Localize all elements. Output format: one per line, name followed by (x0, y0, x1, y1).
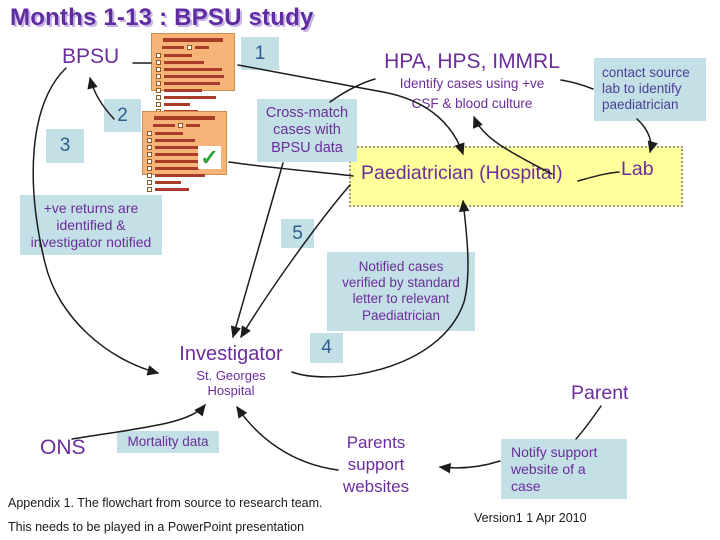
hpa-subtitle-line: Identify cases using +ve (399, 76, 545, 91)
parents-websites-line: support (347, 455, 405, 475)
parents-support-websites-label: Parents support websites (330, 432, 422, 498)
paediatrician-label: Paediatrician (Hospital) (361, 162, 563, 184)
bpsu-label: BPSU (62, 45, 120, 68)
ons-label: ONS (40, 436, 86, 459)
step-marker-3: 3 (46, 129, 84, 163)
lab-label: Lab (621, 158, 654, 180)
investigator-sub-line: Hospital (207, 383, 255, 398)
positive-returns-box: +ve returns are identified & investigato… (20, 195, 162, 256)
step-marker-4: 4 (310, 333, 343, 363)
notified-cases-line: verified by standard (342, 275, 460, 291)
arrow-crossmatch-to-investigator (230, 162, 284, 339)
hpa-label: HPA, HPS, IMMRL (384, 50, 560, 73)
arrow-notify-box-to-websites (438, 460, 501, 474)
card-subheader (153, 123, 222, 128)
slide-title: Months 1-13 : BPSU study (10, 4, 314, 31)
notify-support-line: website of a case (511, 460, 586, 494)
contact-source-lab-line: paediatrician (602, 97, 679, 113)
cross-match-line: cases with (273, 122, 341, 139)
notified-cases-line: Paediatrician (361, 307, 441, 323)
card-title-line (153, 116, 216, 120)
arrow-parent-to-notify-box (575, 405, 602, 440)
contact-source-lab-line: lab to identify (602, 81, 682, 97)
positive-returns-line: investigator notified (30, 233, 152, 250)
notified-cases-line: Notified cases (358, 259, 444, 274)
mortality-data-box: Mortality data (117, 431, 219, 454)
bpsu-report-card-1 (151, 33, 235, 114)
arrow-hpa-to-contact-box (560, 79, 594, 90)
contact-source-lab-line: contact source (602, 65, 690, 80)
step-marker-5: 5 (281, 219, 314, 248)
notify-support-line: Notify support (511, 444, 598, 460)
cross-match-line: BPSU data (271, 139, 343, 156)
contact-source-lab-box: contact source lab to identify paediatri… (594, 58, 706, 121)
appendix-note-line2: This needs to be played in a PowerPoint … (8, 520, 305, 534)
notified-cases-box: Notified cases verified by standard lett… (327, 252, 475, 331)
bpsu-report-card-2: ✓ (142, 111, 227, 192)
investigator-sub-line: St. Georges (196, 368, 266, 383)
notify-support-website-box: Notify support website of a case (501, 439, 627, 500)
arrow-card2-to-paediatrician (228, 161, 354, 177)
step-marker-1: 1 (241, 37, 279, 70)
notified-cases-line: letter to relevant (352, 291, 450, 307)
hpa-subtitle-line: CSF & blood culture (411, 95, 533, 111)
investigator-block: Investigator St. Georges Hospital (160, 343, 302, 398)
card-subheader (162, 45, 230, 50)
positive-returns-line: identified & (56, 216, 126, 233)
version-note: Version1 1 Apr 2010 (474, 511, 587, 525)
parents-websites-line: websites (342, 477, 410, 497)
positive-returns-line: +ve returns are (43, 200, 139, 216)
arrow-websites-to-investigator (236, 405, 339, 471)
hpa-subtitle: Identify cases using +ve CSF & blood cul… (383, 74, 561, 113)
step-marker-2: 2 (104, 99, 141, 132)
investigator-label: Investigator (179, 343, 283, 365)
parent-label: Parent (571, 382, 629, 404)
card-title-line (162, 38, 224, 42)
checkmark-icon: ✓ (198, 146, 221, 169)
cross-match-box: Cross-match cases with BPSU data (257, 99, 357, 163)
appendix-note-line1: Appendix 1. The flowchart from source to… (8, 496, 323, 510)
cross-match-line: Cross-match (265, 105, 349, 121)
parents-websites-line: Parents (346, 433, 406, 452)
